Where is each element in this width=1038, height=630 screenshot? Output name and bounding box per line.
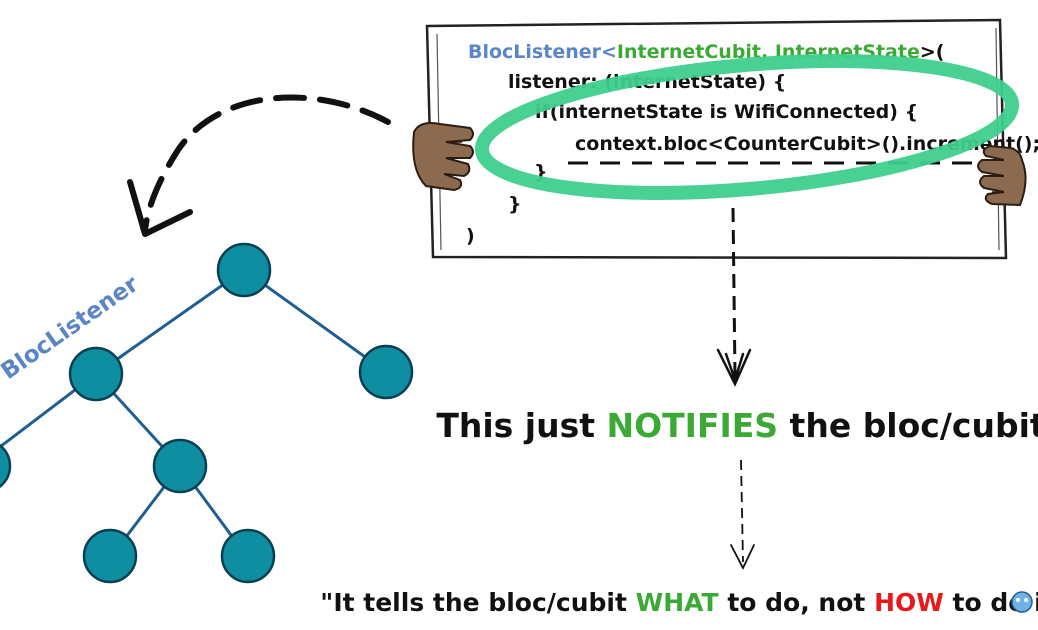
mascot-icon <box>1011 591 1033 613</box>
tree-nodes <box>0 242 414 584</box>
code-card-inner-edge-right <box>995 27 1000 251</box>
left-hand-icon <box>412 122 474 192</box>
code-line-3: if(internetState is WifiConnected) { <box>535 101 918 123</box>
widget-tree: BlocListener <box>0 242 414 584</box>
down-arrow-2 <box>730 459 755 571</box>
tree-edges <box>0 268 387 559</box>
curved-arrowhead <box>127 179 193 237</box>
tree-node-left-edge <box>0 443 12 489</box>
tree-node-middle <box>152 438 208 494</box>
tree-node-leaf-right <box>220 528 276 584</box>
code-line-6: } <box>508 193 522 215</box>
down-arrowhead-1 <box>716 348 752 387</box>
tree-node-root <box>216 242 272 298</box>
curved-dashed-arrow <box>127 94 391 237</box>
caption-notifies-highlight: NOTIFIES <box>606 406 778 445</box>
code-line-1-prefix: BlocListener< <box>468 41 617 63</box>
caption-notifies-pre: This just <box>436 406 606 445</box>
caption-quote-what: WHAT <box>636 588 719 617</box>
caption-notifies: This just NOTIFIES the bloc/cubit <box>436 406 1038 445</box>
caption-quote-part2: to do, not <box>719 588 874 617</box>
down-arrow-1 <box>716 207 752 387</box>
highlight-ellipse <box>474 54 1020 200</box>
caption-quote: "It tells the bloc/cubit WHAT to do, not… <box>320 588 1038 617</box>
down-arrowhead-2 <box>730 544 755 571</box>
tree-node-leaf-left <box>82 528 138 584</box>
tree-edge <box>243 268 387 374</box>
code-line-7: ) <box>466 225 475 247</box>
code-line-1-suffix: >( <box>920 41 945 63</box>
caption-quote-part1: "It tells the bloc/cubit <box>320 588 635 617</box>
code-line-4: context.bloc<CounterCubit>().increment()… <box>575 133 1038 155</box>
tree-node-right <box>358 344 414 400</box>
tree-node-bloclistener <box>68 346 124 402</box>
tree-edge <box>95 268 245 376</box>
right-hand-icon <box>977 144 1027 207</box>
caption-notifies-post: the bloc/cubit <box>778 406 1038 445</box>
code-card: BlocListener<InternetCubit, InternetStat… <box>412 18 1038 260</box>
caption-quote-how: HOW <box>874 588 944 617</box>
